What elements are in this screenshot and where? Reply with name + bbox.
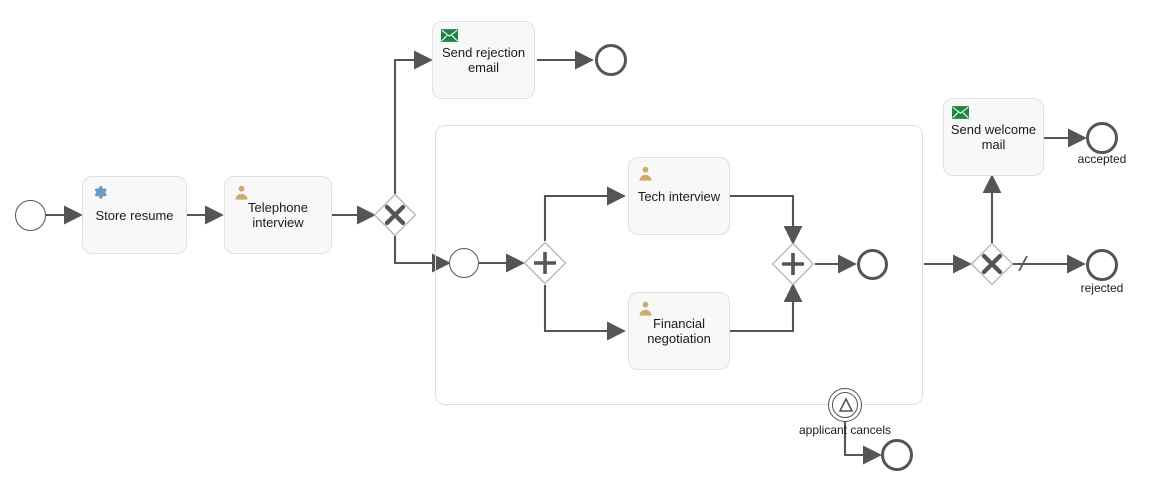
escalation-triangle-icon <box>838 397 854 412</box>
boundary-inner-ring <box>832 392 858 418</box>
gateway-xor-outcome[interactable] <box>970 242 1014 286</box>
boundary-event-label: applicant cancels <box>798 423 892 437</box>
task-label: Telephone interview <box>248 200 308 230</box>
task-label: Send welcome mail <box>950 122 1037 152</box>
end-event-accepted-label: accepted <box>1077 152 1127 166</box>
gateway-xor-screening[interactable] <box>373 193 417 237</box>
subprocess-start-event[interactable] <box>449 248 479 278</box>
default-flow-marker <box>1018 255 1028 272</box>
end-event-rejected[interactable] <box>1086 249 1118 281</box>
gateway-and-join[interactable] <box>771 242 815 286</box>
interview-subprocess[interactable] <box>435 125 923 405</box>
escalation-boundary-event[interactable] <box>828 388 862 422</box>
message-envelope-icon <box>952 106 969 123</box>
start-event[interactable] <box>15 200 46 231</box>
task-financial-negotiation[interactable]: Financial negotiation <box>628 292 730 370</box>
task-store-resume[interactable]: Store resume <box>82 176 187 254</box>
task-tech-interview[interactable]: Tech interview <box>628 157 730 235</box>
task-label: Store resume <box>95 207 174 223</box>
user-task-icon <box>637 300 654 317</box>
task-label: Send rejection email <box>441 45 526 75</box>
gateway-and-split[interactable] <box>523 241 567 285</box>
task-label: Financial negotiation <box>647 316 711 346</box>
end-event-cancel[interactable] <box>881 439 913 471</box>
message-envelope-icon <box>441 29 458 46</box>
end-event-accepted[interactable] <box>1086 122 1118 154</box>
user-task-icon <box>233 184 250 201</box>
task-send-rejection-email[interactable]: Send rejection email <box>432 21 535 99</box>
task-send-welcome-mail[interactable]: Send welcome mail <box>943 98 1044 176</box>
task-telephone-interview[interactable]: Telephone interview <box>224 176 332 254</box>
end-event-rejected-label: rejected <box>1080 281 1124 295</box>
subprocess-end-event[interactable] <box>857 249 888 280</box>
task-label: Tech interview <box>637 188 721 204</box>
user-task-icon <box>637 165 654 182</box>
end-event-rejection[interactable] <box>595 44 627 76</box>
service-gear-icon <box>91 184 108 201</box>
